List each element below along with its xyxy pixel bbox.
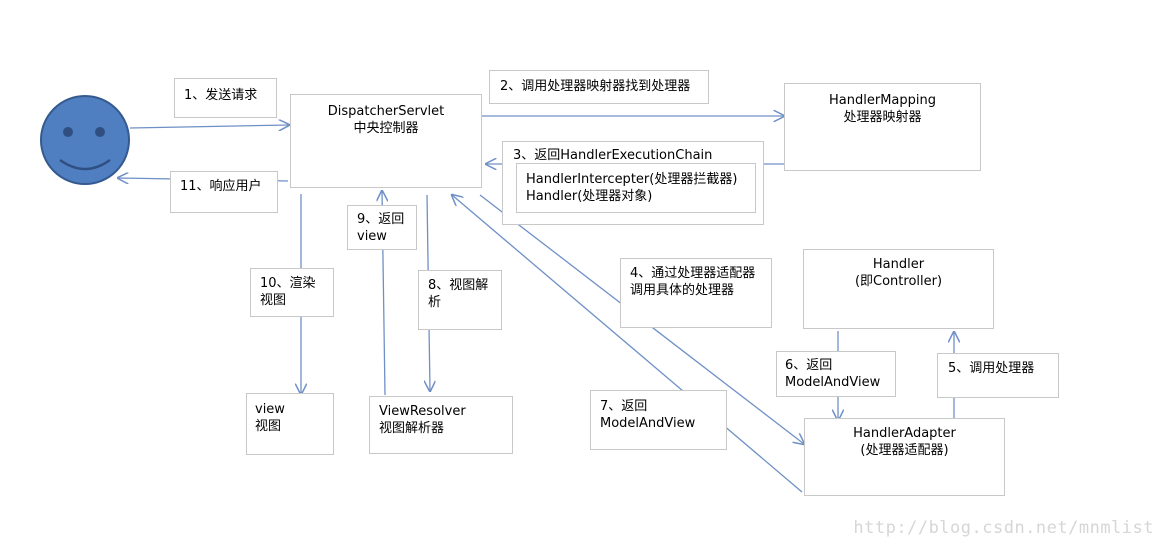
watermark: http://blog.csdn.net/mnmlist — [853, 518, 1154, 538]
handler-adapter-box: HandlerAdapter (处理器适配器) — [804, 418, 1005, 496]
step-4-line1: 4、通过处理器适配器 — [630, 266, 756, 281]
step-9-box: 9、返回 view — [347, 205, 417, 250]
step-10-box: 10、渲染 视图 — [250, 268, 334, 317]
handler-mapping-desc: 处理器映射器 — [843, 110, 922, 125]
chain-handler: Handler(处理器对象) — [526, 189, 653, 204]
step-7-line2: ModelAndView — [600, 416, 696, 431]
dispatcher-servlet-box: DispatcherServlet 中央控制器 — [290, 94, 482, 188]
step-4-box: 4、通过处理器适配器 调用具体的处理器 — [620, 258, 772, 328]
handler-mapping-box: HandlerMapping 处理器映射器 — [784, 83, 981, 171]
step-5-box: 5、调用处理器 — [937, 353, 1059, 398]
view-resolver-box: ViewResolver 视图解析器 — [369, 396, 513, 454]
view-resolver-name: ViewResolver — [379, 404, 466, 419]
step-10-line1: 10、渲染 — [260, 276, 316, 291]
view-resolver-desc: 视图解析器 — [379, 421, 445, 436]
handler-box: Handler (即Controller) — [803, 249, 994, 329]
step-5-label: 5、调用处理器 — [948, 361, 1035, 376]
step-2-box: 2、调用处理器映射器找到处理器 — [489, 70, 709, 104]
handler-mapping-name: HandlerMapping — [829, 93, 936, 108]
step-4-line2: 调用具体的处理器 — [630, 283, 735, 298]
step-9-line2: view — [357, 229, 387, 244]
handler-name: Handler — [872, 257, 925, 272]
execution-chain-inner: HandlerIntercepter(处理器拦截器) Handler(处理器对象… — [516, 163, 756, 213]
step-2-label: 2、调用处理器映射器找到处理器 — [500, 79, 691, 94]
step-9-line1: 9、返回 — [357, 212, 405, 227]
step-7-line1: 7、返回 — [600, 399, 648, 414]
view-name: view — [255, 402, 285, 417]
arrow-return-mav — [452, 195, 803, 493]
smiley-face-icon — [40, 95, 130, 185]
step-11-box: 11、响应用户 — [170, 171, 278, 213]
view-box: view 视图 — [246, 393, 334, 455]
view-desc: 视图 — [255, 419, 282, 434]
dispatcher-desc: 中央控制器 — [353, 121, 419, 136]
chain-interceptor: HandlerIntercepter(处理器拦截器) — [526, 172, 738, 187]
step-1-label: 1、发送请求 — [184, 88, 258, 103]
step-8-line1: 8、视图解 — [428, 278, 489, 293]
step-8-box: 8、视图解 析 — [418, 270, 502, 330]
handler-desc: (即Controller) — [854, 274, 943, 289]
step-8-line2: 析 — [428, 295, 442, 310]
dispatcher-name: DispatcherServlet — [327, 104, 445, 119]
step-6-box: 6、返回 ModelAndView — [776, 351, 896, 397]
step-7-box: 7、返回 ModelAndView — [590, 390, 727, 450]
step-6-line1: 6、返回 — [785, 358, 833, 373]
step-1-box: 1、发送请求 — [174, 78, 277, 118]
step-6-line2: ModelAndView — [785, 375, 881, 390]
handler-adapter-desc: (处理器适配器) — [860, 443, 949, 458]
step-11-label: 11、响应用户 — [180, 179, 262, 194]
step-3-label: 3、返回HandlerExecutionChain — [513, 148, 713, 163]
handler-adapter-name: HandlerAdapter — [853, 426, 956, 441]
arrow-send-request — [129, 125, 289, 128]
step-10-line2: 视图 — [260, 293, 287, 308]
